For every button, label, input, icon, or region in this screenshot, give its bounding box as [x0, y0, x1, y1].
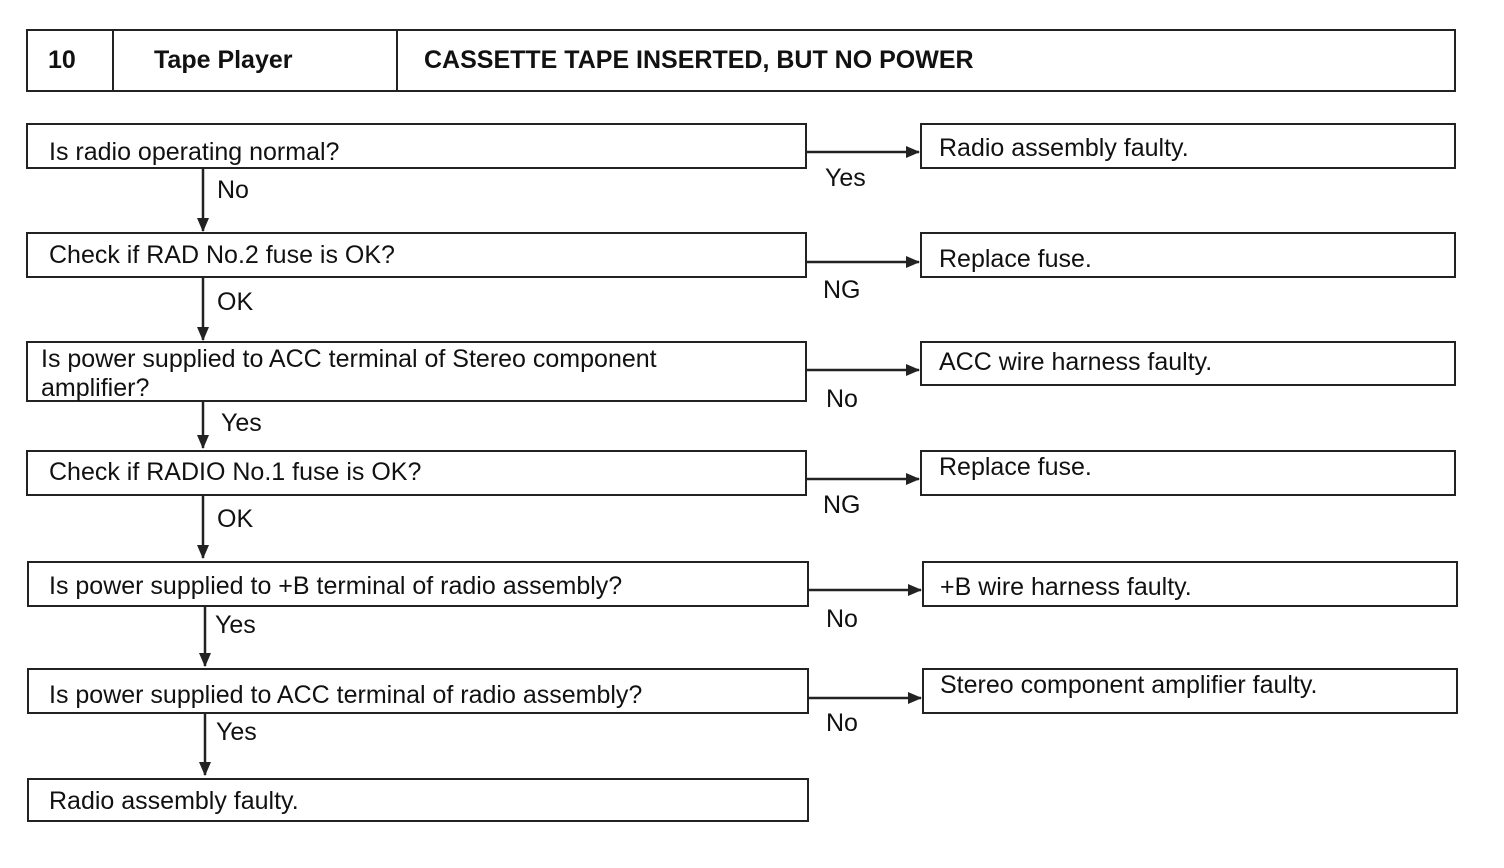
question-box-1: Is radio operating normal? [26, 123, 807, 169]
final-result-box: Radio assembly faulty. [27, 778, 809, 822]
down-label-2: OK [217, 288, 254, 316]
result-box-5: +B wire harness faulty. [922, 561, 1458, 607]
result-text: Radio assembly faulty. [939, 134, 1189, 162]
header-table: 10 Tape Player CASSETTE TAPE INSERTED, B… [26, 29, 1456, 92]
result-text: Replace fuse. [939, 453, 1092, 481]
question-box-6: Is power supplied to ACC terminal of rad… [27, 668, 809, 714]
result-text: ACC wire harness faulty. [939, 348, 1213, 376]
question-box-5: Is power supplied to +B terminal of radi… [27, 561, 809, 607]
down-label-1: No [217, 176, 249, 204]
branch-label-4: NG [823, 491, 861, 519]
header-divider [396, 31, 398, 90]
question-text: Is radio operating normal? [49, 138, 340, 166]
down-label-6: Yes [216, 718, 257, 746]
header-system: Tape Player [154, 46, 293, 74]
result-box-3: ACC wire harness faulty. [920, 341, 1456, 386]
question-text: Is power supplied to +B terminal of radi… [49, 572, 623, 600]
final-result-text: Radio assembly faulty. [49, 787, 299, 815]
header-symptom: CASSETTE TAPE INSERTED, BUT NO POWER [424, 46, 974, 74]
result-box-1: Radio assembly faulty. [920, 123, 1456, 169]
question-text-line1: Is power supplied to ACC terminal of Ste… [41, 345, 657, 373]
result-box-4: Replace fuse. [920, 450, 1456, 496]
question-box-4: Check if RADIO No.1 fuse is OK? [26, 450, 807, 496]
branch-label-6: No [826, 709, 858, 737]
branch-label-1: Yes [825, 164, 866, 192]
branch-label-3: No [826, 385, 858, 413]
question-box-2: Check if RAD No.2 fuse is OK? [26, 232, 807, 278]
header-number: 10 [48, 46, 76, 74]
result-text: +B wire harness faulty. [940, 573, 1192, 601]
result-text: Stereo component amplifier faulty. [940, 671, 1318, 699]
result-box-2: Replace fuse. [920, 232, 1456, 278]
question-box-3: Is power supplied to ACC terminal of Ste… [26, 341, 807, 402]
question-text: Is power supplied to ACC terminal of rad… [49, 681, 643, 709]
header-divider [112, 31, 114, 90]
question-text: Check if RADIO No.1 fuse is OK? [49, 458, 422, 486]
question-text: Check if RAD No.2 fuse is OK? [49, 241, 395, 269]
down-label-4: OK [217, 505, 254, 533]
question-text-line2: amplifier? [41, 374, 150, 402]
down-label-3: Yes [221, 409, 262, 437]
result-box-6: Stereo component amplifier faulty. [922, 668, 1458, 714]
down-label-5: Yes [215, 611, 256, 639]
result-text: Replace fuse. [939, 245, 1092, 273]
branch-label-5: No [826, 605, 858, 633]
branch-label-2: NG [823, 276, 861, 304]
